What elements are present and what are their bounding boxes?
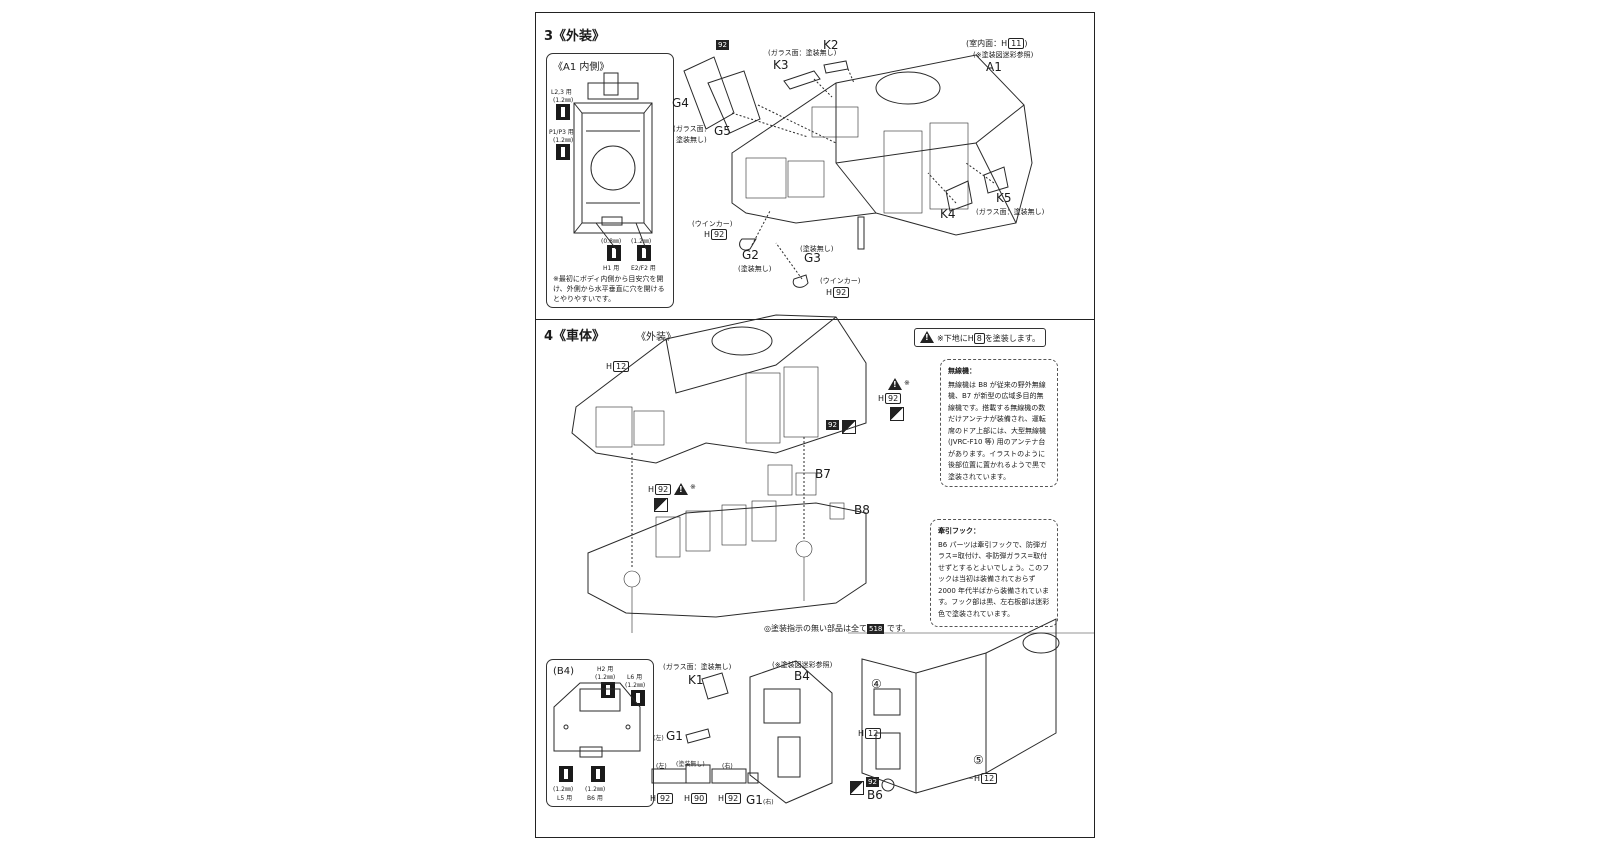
hook-note: 牽引フック： B6 パーツは牽引フックで、防弾ガラス=取付け、非防弾ガラス=取付… <box>930 519 1058 627</box>
drill-icon <box>637 245 651 261</box>
hook-note-title: 牽引フック： <box>938 527 980 535</box>
l23-label: L2,3 用 <box>551 89 572 96</box>
step-marker-4: ④ <box>871 677 882 691</box>
e2f2-size: (1.2㎜) <box>631 238 652 245</box>
l5-size: (1.2㎜) <box>553 786 574 793</box>
drill-icon <box>631 690 645 706</box>
step3-title: 3《外装》 <box>544 29 606 44</box>
paint-code-92: 92 <box>866 777 879 787</box>
warning-icon <box>920 331 934 343</box>
paint-disc-icon <box>890 407 904 421</box>
h1-label: H1 用 <box>603 265 620 272</box>
k3-glass-note: (ガラス面：塗装無し) <box>768 49 837 57</box>
inner-box-note: ※最初にボディ内側から目安穴を開け、外側から水平垂直に穴を開けるとやりやすいです… <box>553 275 665 303</box>
part-g1-right: G1(右) <box>746 793 774 807</box>
drill-icon <box>591 766 605 782</box>
left-label: (左) <box>653 735 664 742</box>
part-b7: B7 <box>815 467 831 481</box>
b6-size: (1.2㎜) <box>585 786 606 793</box>
camo-ref: (※塗装図迷彩参照) <box>973 51 1034 59</box>
k1-glass-note: (ガラス面：塗装無し) <box>663 663 732 671</box>
inner-box-title: 《A1 内側》 <box>553 62 610 73</box>
part-b6: B6 <box>867 788 883 802</box>
part-g4: G4 <box>672 96 689 110</box>
winker-label: (ウインカー) <box>692 220 733 228</box>
left-label: (左) <box>656 763 667 770</box>
drill-icon <box>607 245 621 261</box>
g5-glass-1: (ガラス面： <box>673 125 711 133</box>
exterior-subtitle: 《外装》 <box>636 332 676 343</box>
step4-title: 4《車体》 <box>544 329 606 344</box>
l6-label: L6 用 <box>627 674 643 681</box>
g3-note: (塗装無し) <box>800 245 834 253</box>
assembly-line-art <box>553 54 1094 804</box>
part-b4: B4 <box>794 669 810 683</box>
hook-note-body: B6 パーツは牽引フックで、防弾ガラス=取付け、非防弾ガラス=取付せずとするとよ… <box>938 540 1050 618</box>
b4-box-title: (B4) <box>553 666 575 677</box>
asterisk: ※ <box>904 379 910 387</box>
part-a1: A1 <box>986 60 1002 74</box>
g2-note: (塗装無し) <box>738 265 772 273</box>
paint-disc-icon <box>654 498 668 512</box>
g5-glass-2: 塗装無し) <box>676 136 707 144</box>
h2-size: (1.2㎜) <box>595 674 616 681</box>
radio-note-body: 無線機は B8 が従来の野外無線機、B7 が新型の広域多目的無線機です。搭載する… <box>948 380 1046 481</box>
h1-size: (0.8㎜) <box>601 238 622 245</box>
l6-size: (1.2㎜) <box>625 682 646 689</box>
l5-label: L5 用 <box>557 795 573 802</box>
e2f2-label: E2/F2 用 <box>631 265 656 272</box>
p1p3-size: (1.2㎜) <box>553 137 574 144</box>
paint-disc-icon <box>850 781 864 795</box>
paint-code-92: 92 <box>716 40 729 50</box>
part-g1-left: G1 <box>666 729 683 743</box>
step-marker-5: ⑤ <box>973 753 984 767</box>
section-divider <box>536 319 1094 320</box>
warning-icon <box>888 373 905 392</box>
radio-note: 無線機： 無線機は B8 が従来の野外無線機、B7 が新型の広域多目的無線機です… <box>940 359 1058 487</box>
part-g3: G3 <box>804 251 821 265</box>
instruction-sheet: 3《外装》 《A1 内側》 L2,3 用 (1.2㎜) P1/P3 用 (1.2… <box>535 12 1095 838</box>
warning-icon <box>674 478 691 497</box>
drill-icon <box>556 104 570 120</box>
part-g2: G2 <box>742 248 759 262</box>
winker-label-2: (ウインカー) <box>820 277 861 285</box>
drill-icon <box>559 766 573 782</box>
part-k1: K1 <box>688 673 704 687</box>
paint-code-92: 92 <box>826 420 839 430</box>
l23-size: (1.2㎜) <box>553 97 574 104</box>
b4-box: (B4) H2 用 (1.2㎜) L6 用 (1.2㎜) (1.2㎜) (1.2… <box>546 659 654 807</box>
part-k2: K2 <box>823 38 839 52</box>
inner-box: 《A1 内側》 L2,3 用 (1.2㎜) P1/P3 用 (1.2㎜) (0.… <box>546 53 674 308</box>
drill-icon <box>601 682 615 698</box>
drill-icon <box>556 144 570 160</box>
part-g5: G5 <box>714 124 731 138</box>
b4-camo-ref: (※塗装図迷彩参照) <box>772 661 833 669</box>
h2-label: H2 用 <box>597 666 614 673</box>
right-label: (右) <box>722 763 733 770</box>
part-k3: K3 <box>773 58 789 72</box>
asterisk: ※ <box>690 483 696 491</box>
b6-label: B6 用 <box>587 795 603 802</box>
p1p3-label: P1/P3 用 <box>549 129 574 136</box>
radio-note-title: 無線機： <box>948 367 976 375</box>
